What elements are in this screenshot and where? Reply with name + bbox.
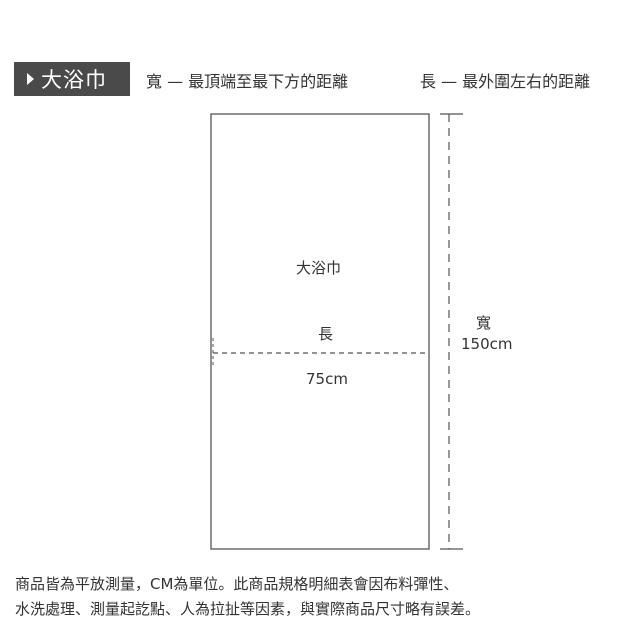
towel-label: 大浴巾 <box>296 259 342 277</box>
width-definition: 寬 — 最頂端至最下方的距離 <box>146 72 349 91</box>
length-definition: 長 — 最外圍左右的距離 <box>420 72 591 91</box>
length-value: 75cm <box>306 370 348 388</box>
page-title: 大浴巾 <box>41 68 107 92</box>
towel-outline <box>210 113 430 550</box>
width-value: 150cm <box>461 335 513 353</box>
title-badge: 大浴巾 <box>14 62 130 96</box>
footer-note-line-2: 水洗處理、測量起訖點、人為拉扯等因素，與實際商品尺寸略有誤差。 <box>15 600 481 618</box>
triangle-right-icon <box>27 73 34 85</box>
footer-note-line-1: 商品皆為平放測量，CM為單位。此商品規格明細表會因布料彈性、 <box>15 575 459 593</box>
width-label: 寬 <box>476 314 492 332</box>
length-label: 長 <box>318 325 334 343</box>
